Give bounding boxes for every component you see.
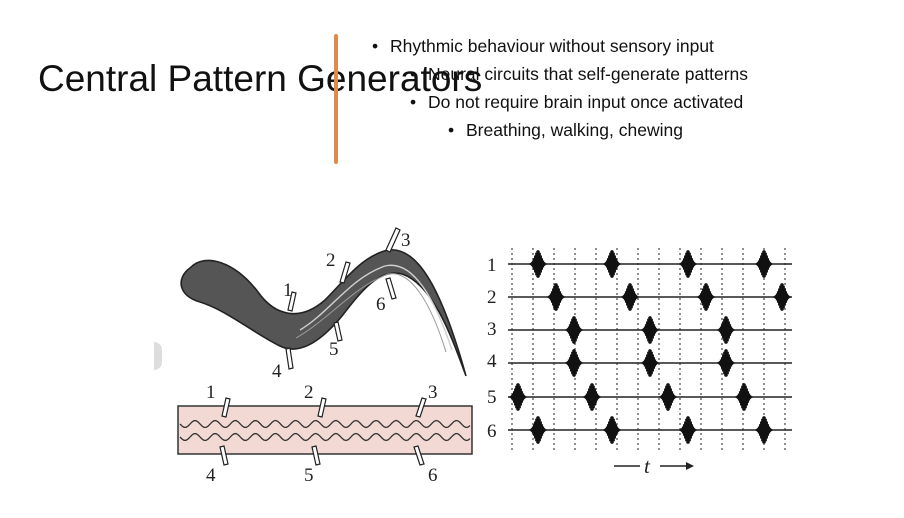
spike-burst	[565, 316, 583, 344]
trace-label-6: 6	[487, 421, 497, 442]
bullet-item: Breathing, walking, chewing	[448, 116, 748, 144]
electrode-label-4: 4	[272, 361, 282, 382]
nerve-wave-top	[179, 419, 471, 429]
spike-burst	[547, 283, 565, 311]
spike-burst	[755, 250, 773, 278]
arrow-right-icon	[686, 462, 694, 470]
body-electrodes	[285, 227, 401, 370]
electrode-label-2: 2	[326, 250, 336, 271]
strip-label-1: 1	[206, 382, 216, 403]
strip-label-3: 3	[428, 382, 438, 403]
electrode-label-6: 6	[376, 294, 386, 315]
strip-label-2: 2	[304, 382, 314, 403]
slide-title: Central Pattern Generators	[38, 58, 483, 99]
spike-burst	[755, 416, 773, 444]
spike-burst	[641, 316, 659, 344]
recording-traces	[508, 250, 792, 444]
spike-burst	[529, 250, 547, 278]
electrode-label-3: 3	[401, 230, 411, 251]
spike-burst	[529, 416, 547, 444]
electrode-label-5: 5	[329, 339, 339, 360]
strip-label-5: 5	[304, 465, 314, 486]
trace-labels: 1 2 3 4 5 6	[487, 255, 497, 442]
spike-burst	[565, 349, 583, 377]
nerve-cord-strip	[177, 405, 473, 455]
body-electrode-labels: 1 2 3 4 5 6	[272, 230, 411, 382]
spike-burst	[679, 416, 697, 444]
spike-burst	[659, 383, 677, 411]
electrode-label-1: 1	[283, 280, 293, 301]
trace-label-5: 5	[487, 387, 497, 408]
accent-divider	[334, 34, 338, 164]
strip-electrodes	[219, 397, 427, 466]
spike-burst	[583, 383, 601, 411]
trace-label-4: 4	[487, 351, 497, 372]
trace-label-1: 1	[487, 255, 497, 276]
time-axis: t	[614, 454, 694, 478]
animal-body-illustration	[180, 249, 467, 377]
spike-burst	[773, 283, 791, 311]
edge-artifact	[154, 342, 162, 370]
time-gridlines	[511, 248, 786, 450]
bullet-item: Neural circuits that self-generate patte…	[410, 60, 748, 88]
spike-burst	[621, 283, 639, 311]
trace-panel: 1 2 3 4 5 6 t	[487, 248, 792, 478]
time-label: t	[644, 454, 651, 478]
spike-burst	[735, 383, 753, 411]
spike-burst	[717, 349, 735, 377]
strip-label-6: 6	[428, 465, 438, 486]
bullet-list: Rhythmic behaviour without sensory input…	[368, 32, 748, 144]
spike-burst	[641, 349, 659, 377]
nerve-wave-bottom	[179, 432, 471, 442]
bullet-item: Rhythmic behaviour without sensory input	[372, 32, 748, 60]
spike-burst	[679, 250, 697, 278]
spike-burst	[603, 416, 621, 444]
spike-burst	[509, 383, 527, 411]
bullet-item: Do not require brain input once activate…	[410, 88, 748, 116]
spike-burst	[603, 250, 621, 278]
trace-label-2: 2	[487, 287, 497, 308]
strip-electrode-labels: 1 2 3 4 5 6	[206, 382, 438, 486]
strip-label-4: 4	[206, 465, 216, 486]
spike-burst	[697, 283, 715, 311]
trace-label-3: 3	[487, 319, 497, 340]
spike-burst	[717, 316, 735, 344]
